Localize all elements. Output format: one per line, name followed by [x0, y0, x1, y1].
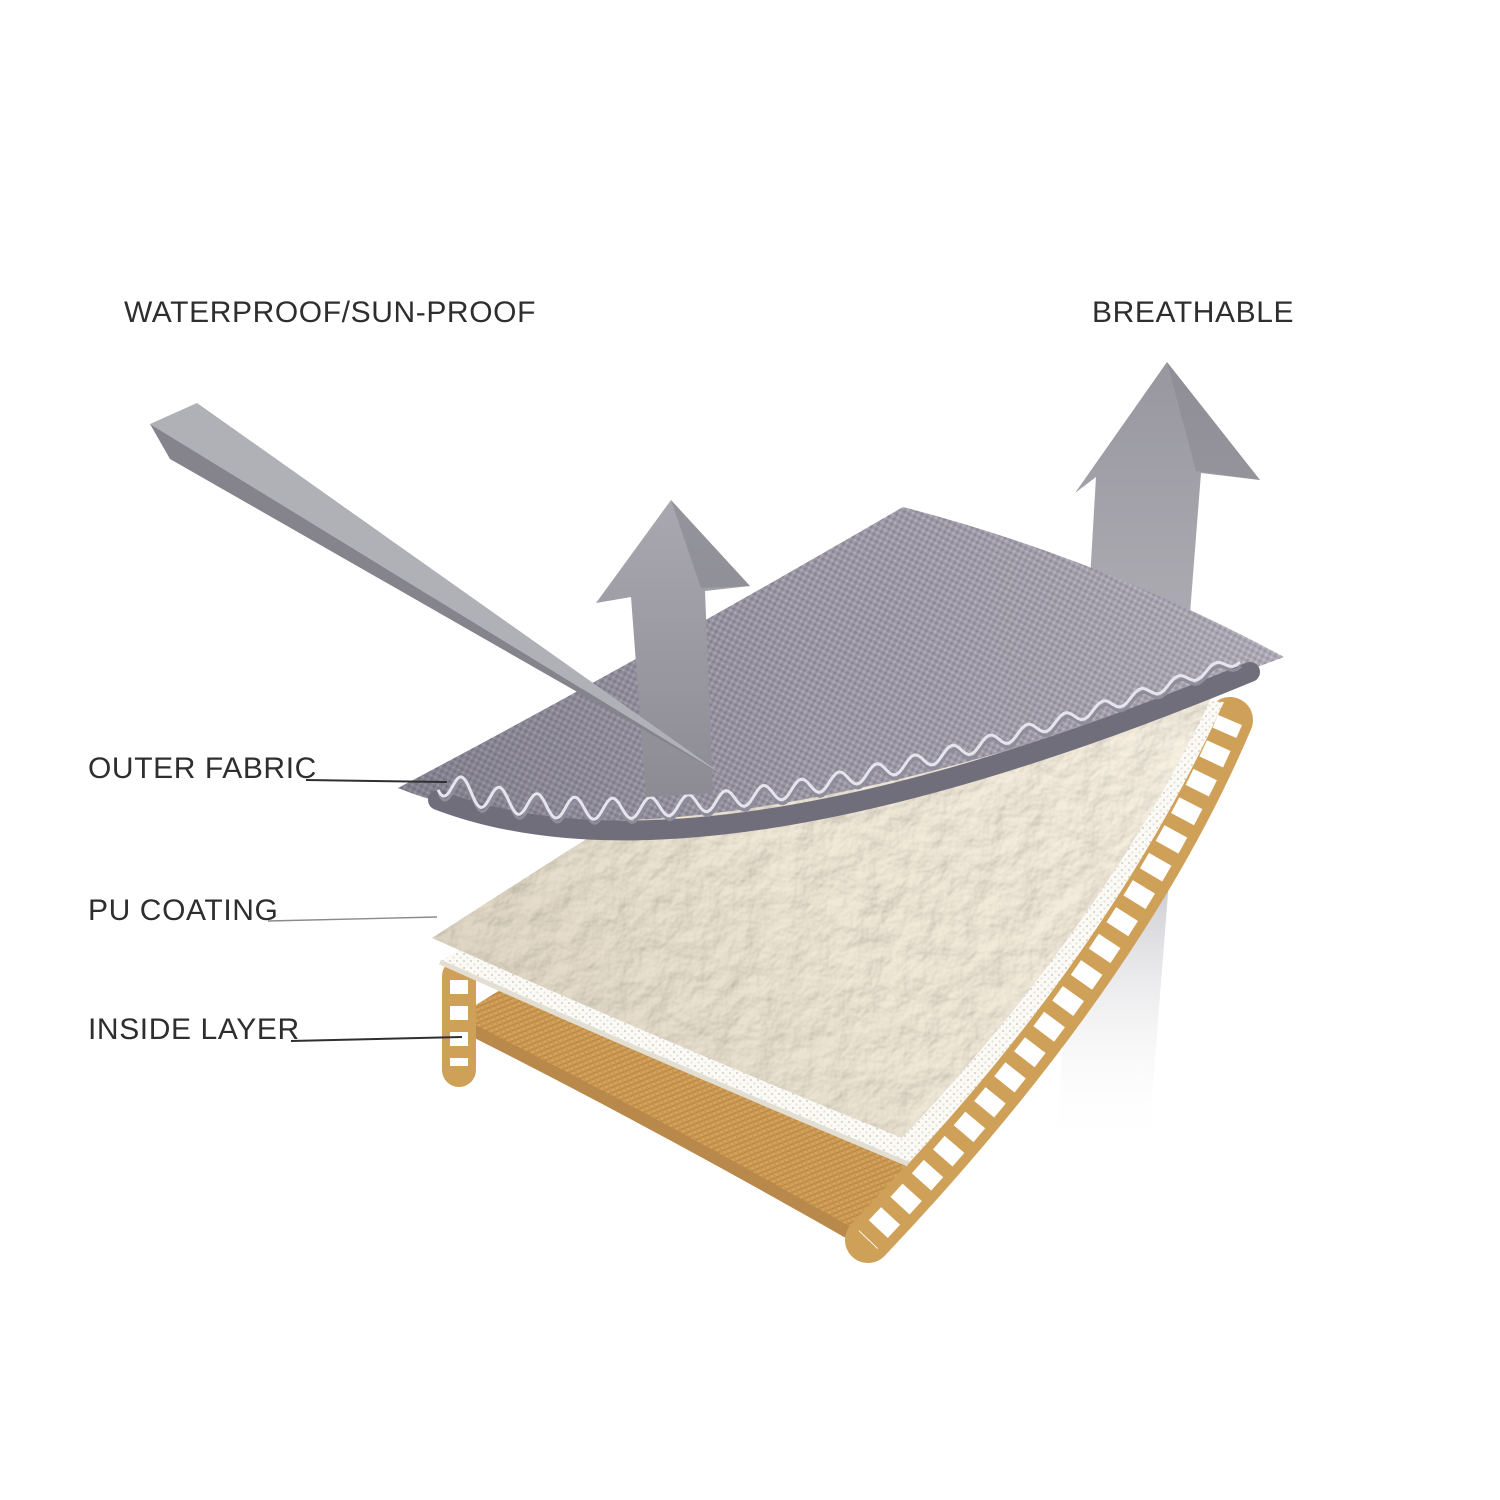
leader-lines — [267, 779, 463, 1042]
waterproof-beam — [150, 403, 726, 777]
outer-fabric-layer — [398, 507, 1284, 841]
pu-coating-leader-line — [267, 916, 438, 922]
mesh-weave-wave — [436, 660, 1241, 821]
breathable-arrow-small — [596, 500, 750, 797]
inside-layer-ladder-strip — [845, 697, 1253, 1263]
inside-layer-leader-line — [290, 1036, 463, 1042]
outer-fabric-leader-line — [305, 779, 448, 783]
inside-layer-label: INSIDE LAYER — [88, 1013, 300, 1046]
waterproof-label: WATERPROOF/SUN-PROOF — [124, 296, 536, 329]
outer-fabric-label: OUTER FABRIC — [88, 752, 317, 785]
pu-coating-layer — [432, 655, 1215, 1138]
mesh-weave-wave-shadow — [437, 664, 1242, 825]
breathable-label: BREATHABLE — [1092, 296, 1295, 329]
inside-layer-bottom-edge — [449, 1014, 875, 1252]
pu-coating-label: PU COATING — [88, 894, 279, 927]
outer-fabric-front-edge — [428, 662, 1260, 841]
